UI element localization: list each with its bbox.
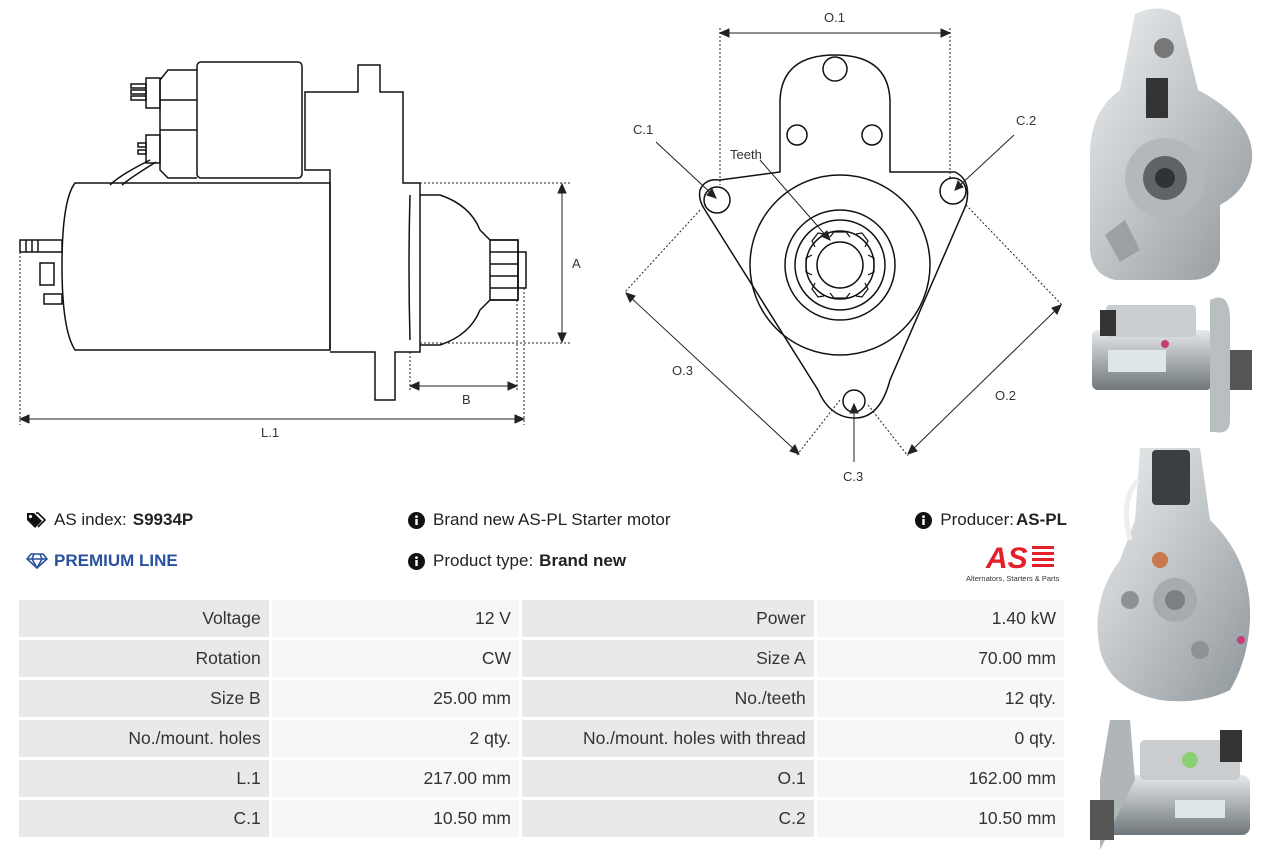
front-view-dimensions [624, 28, 1063, 462]
spec-value: 12 qty. [813, 677, 1068, 720]
spec-key: Voltage [16, 597, 272, 640]
info-icon [408, 552, 425, 570]
table-row: No./mount. holes 2 qty. No./mount. holes… [16, 717, 1068, 760]
spec-value: 10.50 mm [813, 797, 1068, 840]
product-photos [1090, 8, 1253, 850]
side-view-dimensions [18, 182, 570, 425]
spec-key: No./teeth [518, 677, 817, 720]
brand-logo-tagline: Alternators, Starters & Parts [966, 574, 1060, 583]
product-type-label: Product type: [433, 551, 534, 570]
info-icon [408, 511, 425, 529]
description: Brand new AS-PL Starter motor [408, 510, 670, 530]
side-view-drawing [19, 61, 527, 401]
table-row: C.1 10.50 mm C.2 10.50 mm [16, 797, 1068, 840]
label-C2: C.2 [1016, 113, 1036, 128]
producer-label: Producer: [940, 510, 1014, 529]
spec-value: 2 qty. [268, 717, 522, 760]
producer-value: AS-PL [1016, 510, 1067, 529]
brand-logo: AS Alternators, Starters & Parts [966, 540, 1068, 584]
label-L1: L.1 [261, 425, 279, 440]
label-A: A [572, 256, 581, 271]
specs-table-body: Voltage 12 V Power 1.40 kW Rotation CW S… [16, 597, 1068, 840]
spec-key: O.1 [518, 757, 817, 800]
table-row: Size B 25.00 mm No./teeth 12 qty. [16, 677, 1068, 720]
spec-key: L.1 [16, 757, 272, 800]
as-index-value: S9934P [132, 510, 194, 529]
spec-value: 70.00 mm [813, 637, 1068, 680]
spec-value: 0 qty. [813, 717, 1068, 760]
description-text: Brand new AS-PL Starter motor [433, 510, 671, 529]
spec-key: Rotation [16, 637, 272, 680]
spec-value: 10.50 mm [268, 797, 522, 840]
diamond-icon [26, 553, 48, 569]
label-teeth: Teeth [730, 147, 762, 162]
spec-key: Size B [16, 677, 272, 720]
spec-key: No./mount. holes with thread [518, 717, 817, 760]
tags-icon [26, 512, 46, 528]
spec-key: No./mount. holes [16, 717, 272, 760]
table-row: L.1 217.00 mm O.1 162.00 mm [16, 757, 1068, 800]
spec-value: CW [268, 637, 522, 680]
premium-line-text: PREMIUM LINE [54, 551, 178, 570]
table-row: Rotation CW Size A 70.00 mm [16, 637, 1068, 680]
spec-key: Power [518, 597, 817, 640]
spec-key: Size A [518, 637, 817, 680]
table-row: Voltage 12 V Power 1.40 kW [16, 597, 1068, 640]
label-C3: C.3 [843, 469, 863, 484]
premium-line: PREMIUM LINE [26, 551, 178, 571]
brand-logo-letters: AS [985, 542, 1028, 575]
info-icon [915, 511, 933, 529]
label-B: B [462, 392, 471, 407]
producer: Producer: AS-PL [915, 510, 1067, 530]
label-O3: O.3 [672, 363, 693, 378]
spec-value: 162.00 mm [813, 757, 1068, 800]
product-type-value: Brand new [539, 551, 627, 570]
label-C1: C.1 [633, 122, 653, 137]
spec-value: 25.00 mm [268, 677, 522, 720]
label-O2: O.2 [995, 388, 1016, 403]
specs-table: Voltage 12 V Power 1.40 kW Rotation CW S… [16, 597, 1068, 840]
spec-key: C.1 [16, 797, 272, 840]
spec-value: 1.40 kW [813, 597, 1068, 640]
spec-value: 217.00 mm [268, 757, 522, 800]
product-photo-front[interactable] [1090, 8, 1253, 280]
spec-key: C.2 [518, 797, 817, 840]
product-type: Product type: Brand new [408, 551, 626, 571]
front-view-drawing [698, 54, 969, 419]
technical-drawings: A B L.1 [18, 10, 1063, 484]
product-photo-rear[interactable] [1097, 448, 1251, 702]
product-photo-side-2[interactable] [1090, 720, 1250, 850]
spec-value: 12 V [268, 597, 522, 640]
as-index-label: AS index: [54, 510, 127, 529]
as-index: AS index: S9934P [26, 510, 193, 530]
product-photo-side[interactable] [1092, 297, 1252, 433]
label-O1: O.1 [824, 10, 845, 25]
